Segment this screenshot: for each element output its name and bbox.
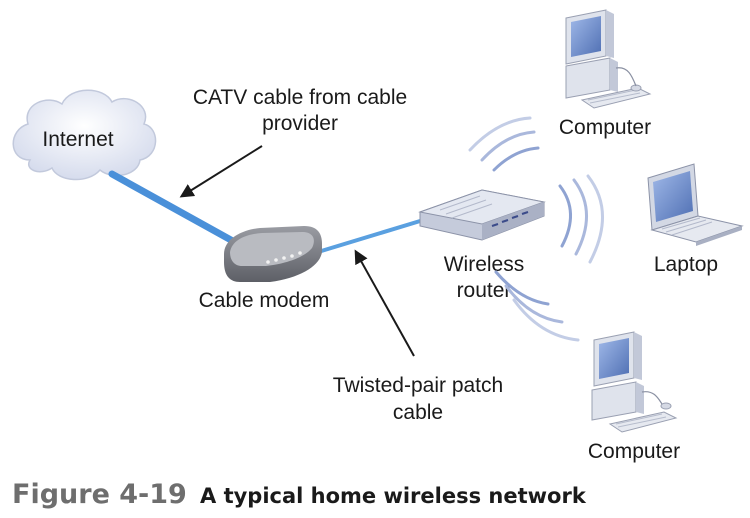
figure-number: Figure 4-19: [12, 479, 187, 510]
wireless-router-icon: [418, 189, 546, 241]
wireless-router-label-line1: Wireless: [444, 253, 525, 276]
internet-cloud-icon: [12, 89, 157, 181]
wireless-router-label-line2: router: [457, 279, 512, 302]
twisted-pair-cable: [316, 216, 432, 254]
catv-callout-arrow: [179, 145, 263, 198]
twisted-pair-label-line2: cable: [393, 401, 443, 424]
computer-bottom-icon: [591, 331, 678, 433]
twisted-pair-callout-arrow: [354, 249, 415, 357]
internet-label: Internet: [42, 128, 113, 151]
laptop-label: Laptop: [654, 253, 718, 276]
computer-bottom-label: Computer: [588, 440, 680, 463]
figure-caption: A typical home wireless network: [200, 484, 587, 508]
cable-modem-icon: [224, 226, 322, 282]
catv-cable: [108, 170, 244, 249]
computer-top-label: Computer: [559, 116, 651, 139]
wireless-signal-waves: [468, 116, 604, 342]
laptop-icon: [647, 163, 744, 246]
catv-label-line2: provider: [262, 112, 338, 135]
twisted-pair-label-line1: Twisted-pair patch: [333, 374, 503, 397]
computer-top-icon: [565, 9, 652, 109]
cable-modem-label: Cable modem: [199, 289, 330, 312]
catv-label-line1: CATV cable from cable: [193, 86, 407, 109]
